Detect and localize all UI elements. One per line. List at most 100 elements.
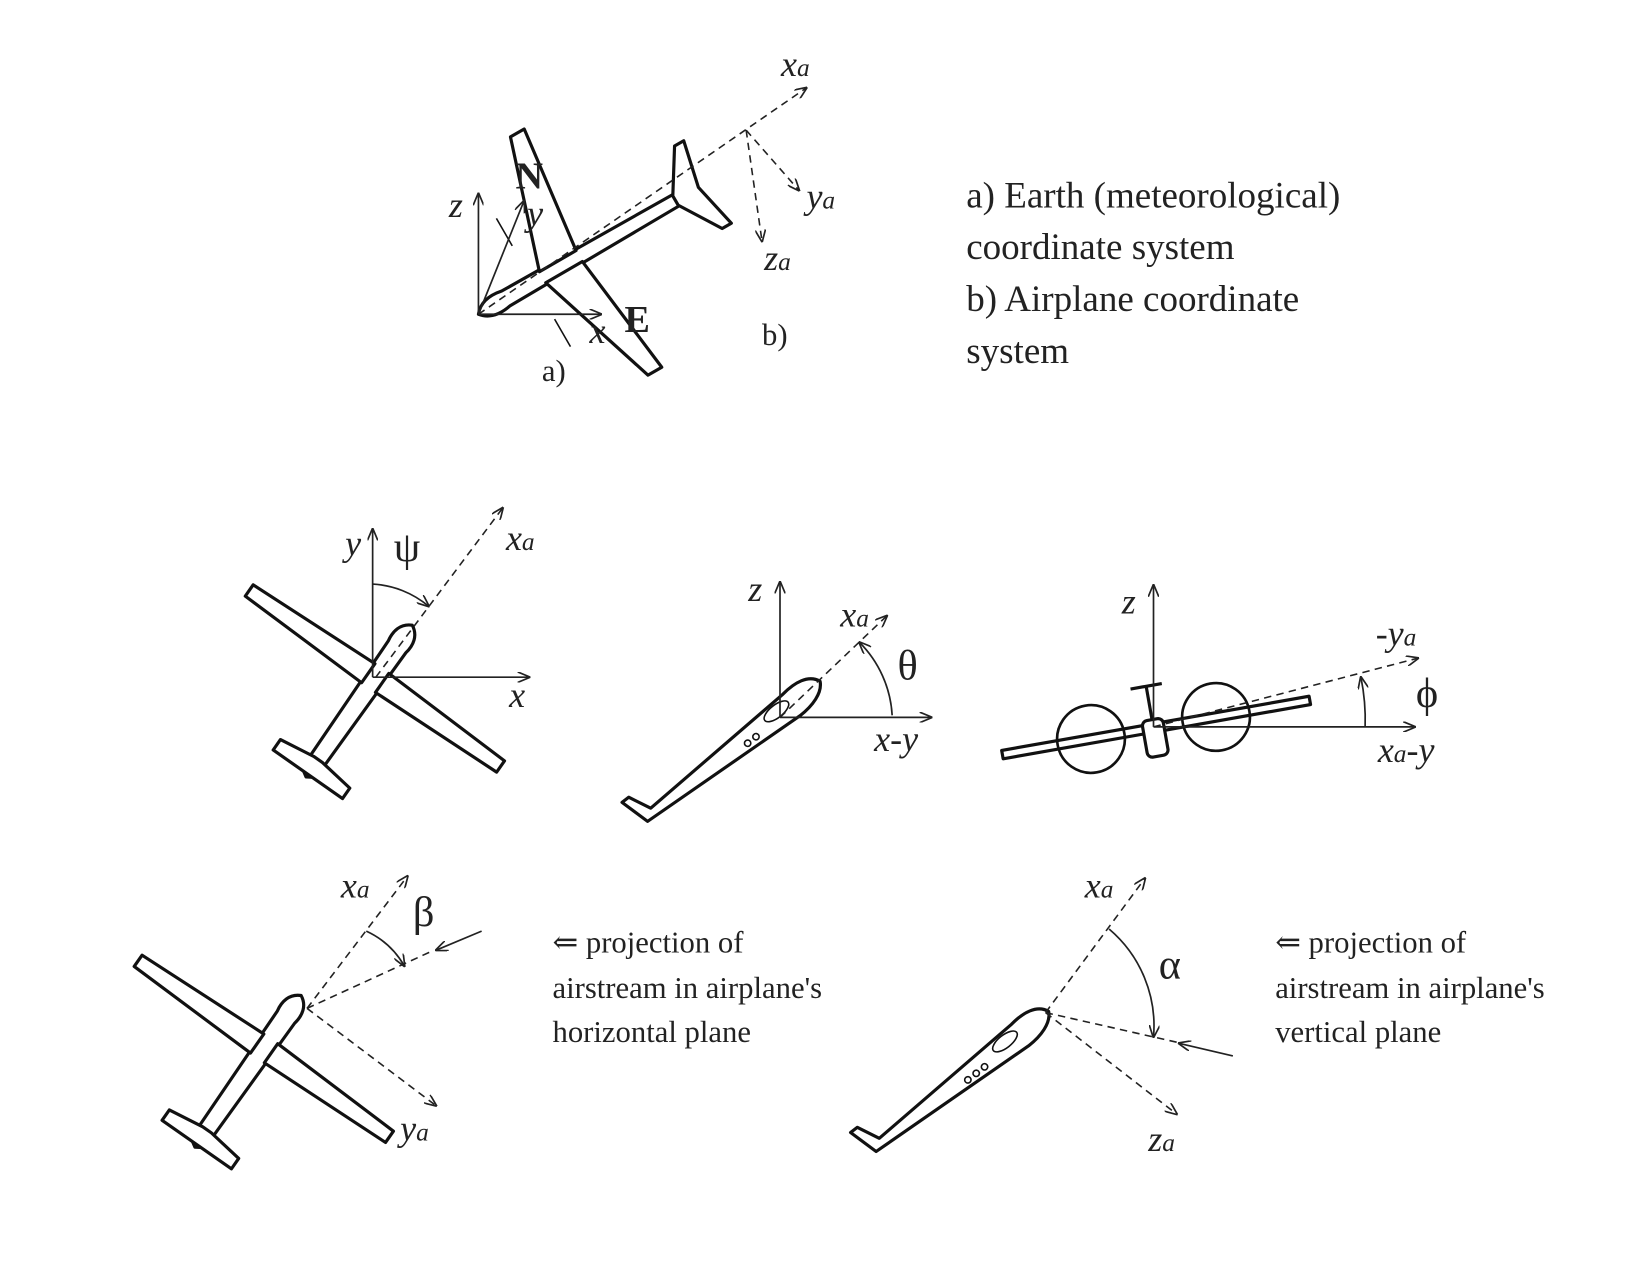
label-part: a bbox=[522, 528, 535, 556]
legend-line: coordinate system bbox=[966, 227, 1234, 268]
label-part: -y bbox=[1376, 613, 1404, 653]
figure-stroke bbox=[1144, 686, 1154, 720]
z-label: z bbox=[448, 185, 463, 225]
yaw-panel: y ψ x xa bbox=[243, 508, 535, 801]
label-part: a bbox=[778, 248, 791, 276]
figure-stroke bbox=[752, 732, 760, 741]
alpha-angle-label: α bbox=[1159, 942, 1181, 989]
figure-stroke bbox=[160, 1108, 241, 1171]
label-part: y bbox=[397, 1109, 416, 1149]
figure-stroke bbox=[132, 953, 266, 1055]
label-part: a bbox=[416, 1119, 429, 1147]
figure-stroke bbox=[372, 583, 429, 606]
caption-line: airstream in airplane's bbox=[553, 971, 823, 1005]
figure-stroke bbox=[859, 642, 894, 716]
figure-stroke bbox=[544, 259, 664, 377]
xa-label: xa bbox=[839, 594, 869, 634]
label-part: a bbox=[1394, 740, 1407, 768]
caption-line: airstream in airplane's bbox=[1275, 971, 1545, 1005]
xa-label: xa bbox=[340, 865, 370, 905]
z-label: z bbox=[747, 569, 762, 609]
label-part: x bbox=[1084, 865, 1101, 905]
figure-stroke bbox=[262, 1042, 396, 1145]
figure-stroke bbox=[1045, 1011, 1177, 1043]
airplane-attack-view bbox=[848, 1007, 1051, 1154]
pitch-panel: z x-y θ xa bbox=[620, 569, 931, 823]
legend-line: a) Earth (meteorological) bbox=[966, 175, 1340, 216]
figure-stroke bbox=[963, 1075, 972, 1084]
figure-stroke bbox=[508, 127, 578, 274]
label-part: a bbox=[1101, 875, 1114, 903]
psi-angle-label: ψ bbox=[394, 524, 421, 571]
y-label: y bbox=[342, 523, 361, 563]
figure-stroke bbox=[1055, 703, 1127, 775]
label-part: x bbox=[839, 594, 856, 634]
legend-line: b) Airplane coordinate bbox=[966, 279, 1299, 320]
label-part: -y bbox=[1406, 730, 1434, 770]
earth-airplane-panel: z y N x E xa ya za a) b) a) Earth (meteo… bbox=[448, 44, 1341, 388]
beta-angle-label: β bbox=[413, 889, 435, 936]
legend-line: system bbox=[966, 331, 1069, 372]
label-part: x bbox=[340, 865, 357, 905]
sideslip-panel: xa β ya ⇐ projection of airstream in air… bbox=[132, 865, 823, 1171]
label-part: a bbox=[1162, 1129, 1175, 1157]
label-part: y bbox=[803, 176, 822, 216]
ya-label: ya bbox=[803, 176, 835, 216]
airstream-arrow bbox=[436, 930, 482, 950]
figure-stroke bbox=[243, 583, 377, 685]
figure-stroke bbox=[1180, 681, 1252, 753]
figure-stroke bbox=[375, 508, 503, 678]
xa-label: xa bbox=[780, 44, 810, 84]
ya-label: ya bbox=[397, 1109, 429, 1149]
figure-stroke bbox=[1361, 677, 1365, 727]
label-part: x bbox=[505, 518, 522, 558]
xa-y-label: xa-y bbox=[1377, 730, 1435, 770]
airplane-top-view bbox=[476, 127, 733, 377]
caption-line: ⇐ projection of bbox=[553, 925, 745, 959]
figure-stroke bbox=[1108, 928, 1154, 1037]
figure-stroke bbox=[189, 993, 306, 1150]
figure-stroke bbox=[980, 1062, 989, 1071]
label-part: a bbox=[1404, 623, 1417, 651]
figure-stroke bbox=[306, 1007, 436, 1105]
roll-panel: z xa-y -ya ϕ bbox=[1000, 582, 1438, 775]
y-axis bbox=[477, 201, 523, 315]
figure-stroke bbox=[671, 139, 733, 231]
figure-stroke bbox=[373, 671, 507, 774]
xa-label: xa bbox=[505, 518, 535, 558]
x-label: x bbox=[508, 675, 525, 715]
figure-stroke bbox=[1140, 717, 1170, 759]
za-label: za bbox=[763, 238, 791, 278]
neg-ya-label: -ya bbox=[1376, 613, 1417, 653]
caption-line: horizontal plane bbox=[553, 1015, 751, 1049]
airplane-yaw-view bbox=[243, 583, 507, 801]
figure-stroke bbox=[972, 1069, 981, 1078]
figure-stroke bbox=[553, 318, 572, 348]
x-y-label: x-y bbox=[873, 719, 918, 759]
figure-stroke bbox=[271, 737, 352, 801]
figure-stroke bbox=[306, 876, 408, 1009]
label-part: x bbox=[1377, 730, 1394, 770]
xa-axis bbox=[477, 88, 806, 315]
airstream-arrow bbox=[1179, 1043, 1234, 1057]
xa-label: xa bbox=[1084, 865, 1114, 905]
figure-stroke bbox=[620, 677, 822, 823]
label-part: z bbox=[763, 238, 778, 278]
label-part: a bbox=[822, 186, 835, 214]
y-label: y bbox=[524, 193, 543, 233]
figure-stroke bbox=[1044, 878, 1145, 1014]
label-part: z bbox=[1147, 1119, 1162, 1159]
label-part: a bbox=[797, 54, 810, 82]
figure-stroke bbox=[306, 949, 435, 1010]
figure-stroke bbox=[991, 1030, 1019, 1053]
figure-stroke bbox=[495, 217, 513, 247]
airplane-front-view bbox=[1000, 681, 1313, 775]
figure-stroke bbox=[848, 1007, 1051, 1154]
label-b: b) bbox=[762, 318, 788, 352]
theta-angle-label: θ bbox=[897, 642, 917, 689]
north-label: N bbox=[515, 155, 543, 197]
za-axis bbox=[745, 130, 762, 241]
phi-angle-label: ϕ bbox=[1416, 670, 1438, 717]
